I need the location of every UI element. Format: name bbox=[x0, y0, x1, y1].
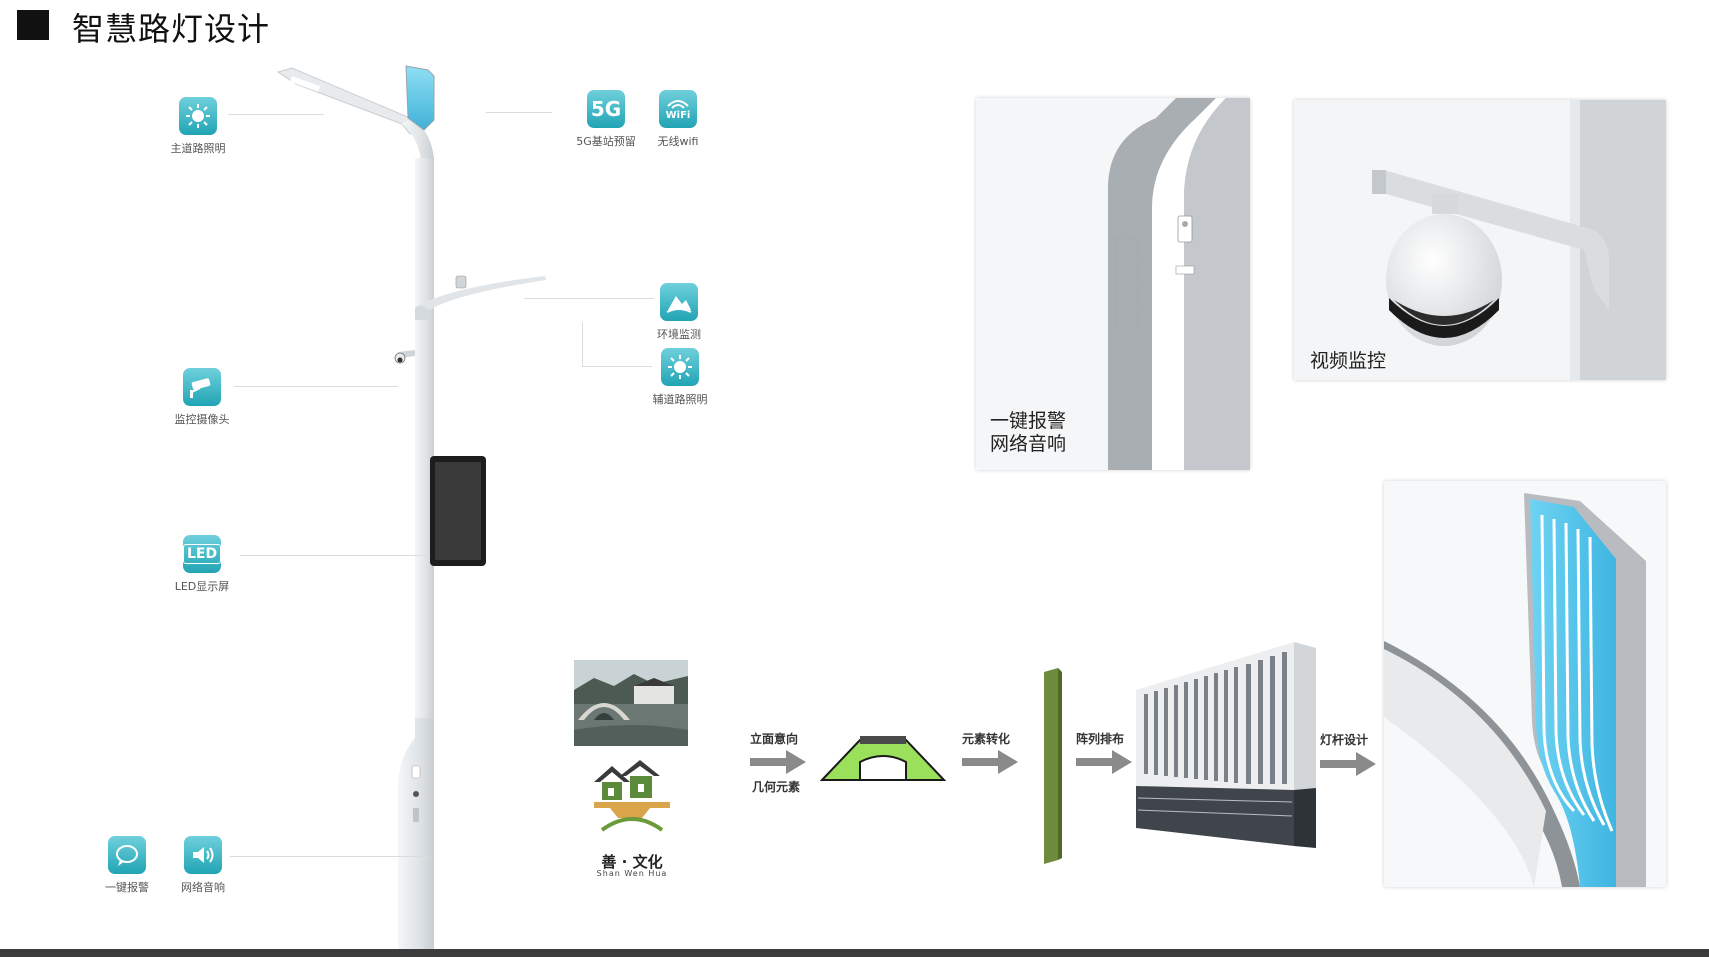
pointer-line-led bbox=[240, 555, 430, 556]
flow-label-facade: 立面意向 bbox=[750, 732, 799, 746]
feature-led-screen: LED LED显示屏 bbox=[160, 535, 244, 594]
culture-logo-houses bbox=[594, 760, 670, 832]
detail-panel-lamp-screen bbox=[1384, 481, 1666, 887]
flow-label-array: 阵列排布 bbox=[1076, 732, 1125, 746]
flow-label-geometric: 几何元素 bbox=[752, 780, 801, 794]
pointer-line-alarm bbox=[230, 856, 430, 857]
flow-label-transform: 元素转化 bbox=[962, 732, 1011, 746]
smart-pole-illustration bbox=[276, 65, 546, 950]
lamp-screen-closeup bbox=[1384, 481, 1666, 887]
feature-main-lighting: 主道路照明 bbox=[155, 97, 241, 156]
feature-audio: 网络音响 bbox=[172, 836, 234, 895]
arrow-right-icon bbox=[962, 750, 1018, 774]
building-facade-array bbox=[1136, 642, 1316, 848]
transformed-element-bar bbox=[1044, 668, 1062, 864]
panel-label-audio: 网络音响 bbox=[990, 433, 1067, 455]
feature-alarm: 一键报警 bbox=[98, 836, 156, 895]
detail-panel-video: 视频监控 bbox=[1294, 100, 1666, 380]
led-icon: LED bbox=[182, 535, 222, 573]
pointer-line-5g bbox=[486, 112, 552, 113]
panel-label-video: 视频监控 bbox=[1310, 350, 1387, 372]
cctv-camera-icon bbox=[183, 368, 221, 406]
detail-panel-alarm-audio: 一键报警 网络音响 bbox=[976, 98, 1250, 470]
pointer-line-env bbox=[524, 298, 654, 299]
sun-icon bbox=[661, 348, 699, 386]
bottom-bar bbox=[0, 949, 1709, 957]
arrow-right-icon bbox=[750, 750, 806, 774]
dome-camera-closeup bbox=[1294, 100, 1666, 380]
landscape-icon bbox=[660, 283, 698, 321]
title-marker bbox=[17, 10, 49, 40]
culture-photo-bridge bbox=[574, 660, 688, 746]
arrow-right-icon bbox=[1076, 750, 1132, 774]
culture-logo-name: 善 · 文化 bbox=[601, 853, 663, 871]
sos-chat-icon bbox=[108, 836, 146, 874]
pointer-line-camera bbox=[234, 386, 398, 387]
flow-label-pole-design: 灯杆设计 bbox=[1320, 733, 1369, 747]
feature-wifi: WiFi 无线wifi bbox=[640, 90, 716, 149]
page-title: 智慧路灯设计 bbox=[72, 10, 271, 48]
pointer-line-main-lighting bbox=[228, 114, 324, 115]
pointer-line-aux bbox=[582, 366, 652, 367]
feature-camera: 监控摄像头 bbox=[160, 368, 244, 427]
feature-5g: 5G 5G基站预留 bbox=[566, 90, 646, 149]
feature-aux-lighting: 辅道路照明 bbox=[642, 348, 718, 407]
pointer-line-aux-vertical bbox=[582, 322, 583, 366]
wifi-icon: WiFi bbox=[659, 90, 697, 128]
pole-base-closeup bbox=[976, 98, 1250, 470]
arrow-right-icon bbox=[1320, 752, 1376, 776]
bridge-geometry-shape bbox=[820, 736, 946, 781]
feature-env-monitor: 环境监测 bbox=[642, 283, 716, 342]
speaker-icon bbox=[184, 836, 222, 874]
culture-logo-pinyin: Shan Wen Hua bbox=[596, 869, 668, 878]
5g-icon: 5G bbox=[587, 90, 625, 128]
panel-label-alarm: 一键报警 bbox=[990, 410, 1067, 432]
sun-icon bbox=[179, 97, 217, 135]
